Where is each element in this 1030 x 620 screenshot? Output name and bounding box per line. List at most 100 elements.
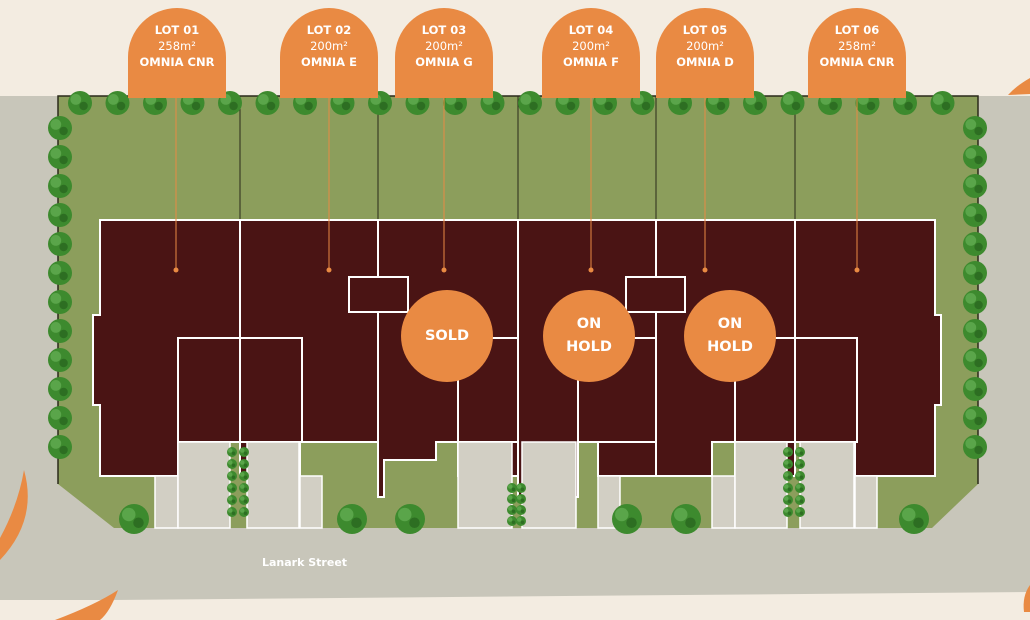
tree-canopy [795, 495, 805, 505]
tree-icon [68, 91, 92, 115]
tree-canopy [48, 319, 72, 343]
lot-tab-01[interactable]: LOT 01 258m² OMNIA CNR [128, 8, 226, 98]
lot-number: LOT 02 [306, 23, 352, 37]
tree-shadow [974, 242, 983, 252]
lot-tab-03[interactable]: LOT 03 200m² OMNIA G [395, 8, 493, 98]
tree-shadow [231, 499, 236, 503]
lot-area: 200m² [686, 39, 724, 53]
tree-shadow [243, 511, 248, 515]
tree-canopy [239, 483, 249, 493]
tree-highlight [784, 472, 789, 477]
tree-shadow [59, 213, 68, 223]
lot-number: LOT 05 [682, 23, 728, 37]
tree-highlight [674, 507, 688, 522]
lot-design: OMNIA E [301, 55, 357, 69]
tree-highlight [50, 322, 62, 333]
lot-tab-04[interactable]: LOT 04 200m² OMNIA F [542, 8, 640, 98]
driveway [177, 441, 231, 529]
tree-icon [395, 504, 425, 534]
driveway [854, 475, 878, 529]
tree-icon [963, 203, 987, 227]
tree-icon [227, 459, 237, 469]
tree-canopy [119, 504, 149, 534]
lot-tab-06[interactable]: LOT 06 258m² OMNIA CNR [808, 8, 906, 98]
status-badge-lot-04[interactable]: ON HOLD [543, 290, 635, 382]
lot-number: LOT 01 [154, 23, 200, 37]
tree-shadow [243, 451, 248, 455]
tree-icon [963, 348, 987, 372]
tree-canopy [337, 504, 367, 534]
tree-shadow [243, 475, 248, 479]
tree-icon [612, 504, 642, 534]
tree-icon [516, 505, 526, 515]
tree-highlight [517, 506, 522, 511]
tree-shadow [59, 329, 68, 339]
street-name-label: Lanark Street [262, 556, 348, 569]
lot-area: 258m² [838, 39, 876, 53]
tree-icon [239, 471, 249, 481]
tree-shadow [791, 101, 801, 111]
tree-shadow [511, 487, 516, 491]
tree-canopy [516, 505, 526, 515]
leader-dot [854, 267, 860, 273]
tree-shadow [341, 101, 351, 111]
tree-canopy [963, 319, 987, 343]
tree-shadow [59, 126, 68, 136]
tree-icon [516, 494, 526, 504]
tree-icon [783, 459, 793, 469]
tree-icon [48, 435, 72, 459]
lot-tab-02[interactable]: LOT 02 200m² OMNIA E [280, 8, 378, 98]
tree-highlight [50, 148, 62, 159]
tree-shadow [59, 300, 68, 310]
roof-vent [625, 276, 686, 313]
tree-canopy [963, 261, 987, 285]
lot-area: 258m² [158, 39, 196, 53]
tree-icon [48, 232, 72, 256]
tree-shadow [799, 463, 804, 467]
tree-icon [507, 494, 517, 504]
tree-highlight [240, 448, 245, 453]
tree-shadow [59, 184, 68, 194]
tree-canopy [612, 504, 642, 534]
lot-tab-05[interactable]: LOT 05 200m² OMNIA D [656, 8, 754, 98]
tree-icon [783, 495, 793, 505]
tree-shadow [679, 101, 688, 111]
tree-icon [239, 459, 249, 469]
tree-shadow [974, 445, 983, 455]
tree-highlight [508, 517, 513, 522]
tree-highlight [965, 293, 977, 304]
tree-canopy [507, 516, 517, 526]
lot-design: OMNIA G [415, 55, 473, 69]
tree-highlight [340, 507, 354, 522]
tree-canopy [795, 459, 805, 469]
lot-design: OMNIA CNR [139, 55, 215, 69]
tree-highlight [122, 507, 136, 522]
tree-highlight [784, 496, 789, 501]
tree-canopy [783, 483, 793, 493]
tree-highlight [782, 94, 794, 105]
tree-highlight [50, 380, 62, 391]
tree-highlight [965, 177, 977, 188]
tree-icon [227, 495, 237, 505]
lot-area: 200m² [572, 39, 610, 53]
status-badge-lot-05[interactable]: ON HOLD [684, 290, 776, 382]
tree-shadow [243, 487, 248, 491]
tree-shadow [974, 387, 983, 397]
tree-shadow [59, 416, 68, 426]
tree-icon [48, 145, 72, 169]
tree-icon [507, 483, 517, 493]
tree-icon [783, 471, 793, 481]
tree-highlight [784, 460, 789, 465]
tree-canopy [899, 504, 929, 534]
driveways [154, 441, 878, 529]
driveway [521, 441, 577, 529]
tree-shadow [829, 101, 838, 111]
tree-highlight [784, 508, 789, 513]
tree-icon [795, 507, 805, 517]
tree-highlight [70, 94, 82, 105]
status-badge-lot-03[interactable]: SOLD [401, 290, 493, 382]
tree-icon [795, 471, 805, 481]
tree-shadow [59, 358, 68, 368]
tree-canopy [963, 435, 987, 459]
tree-highlight [50, 351, 62, 362]
